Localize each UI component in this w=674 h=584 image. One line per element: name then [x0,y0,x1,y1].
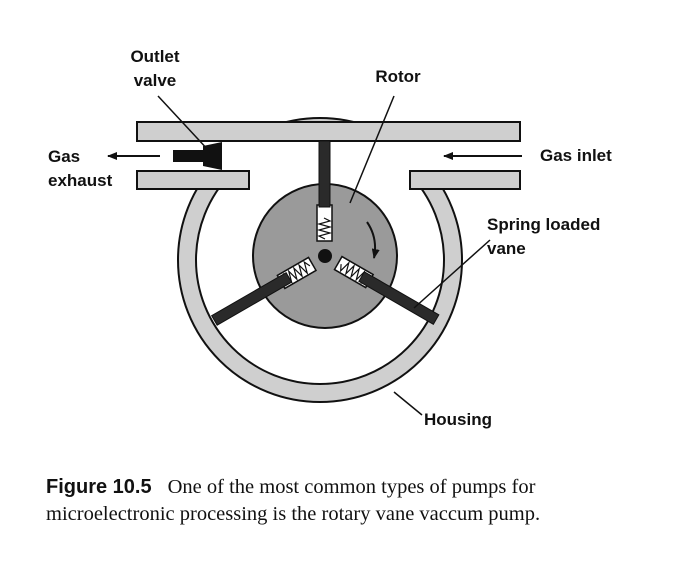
figure-number: Figure 10.5 [46,476,152,498]
outlet-valve-label-line2: valve [134,71,177,90]
outlet-valve-label-line1: Outlet [130,47,179,66]
vane-leader [413,239,491,309]
top-channel-wall [136,121,521,142]
gas-exhaust-label-line2: exhaust [48,171,113,190]
gas-inlet-label: Gas inlet [540,146,612,165]
outlet-valve-leader [157,95,211,153]
spring-slot-top [316,204,333,242]
gas-exhaust-label-line1: Gas [48,147,80,166]
lower-channel-wall-left [136,170,250,190]
rotor-axle [318,249,332,263]
rotation-arrow [366,221,380,259]
rotor-label: Rotor [375,67,421,86]
lower-channel-wall-right [409,170,521,190]
spring-loaded-vane-label-line1: Spring loaded [487,215,600,234]
vane-right [358,271,440,326]
vane-left [210,271,293,326]
caption-text: One of the most common types of pumps fo… [46,476,541,525]
housing-leader [393,391,423,416]
rotary-vane-pump-diagram: Outlet valve Rotor Gas exhaust Gas inlet… [48,47,612,429]
rotor-leader [349,95,395,204]
housing-label: Housing [424,410,492,429]
vane-top [318,140,331,208]
spring-loaded-vane-label-line2: vane [487,239,526,258]
outlet-valve [173,142,222,170]
